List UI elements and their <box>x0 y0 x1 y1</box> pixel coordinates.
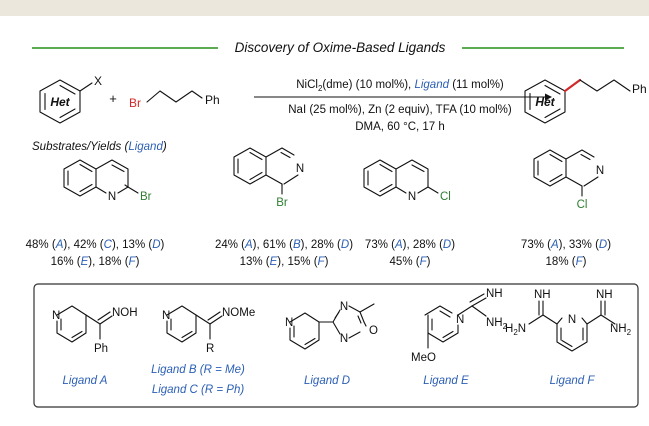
reactant-phenyl: Ph <box>205 93 220 107</box>
ligand-e-structure: N NH NH2 MeO <box>411 288 508 364</box>
svg-text:N: N <box>596 165 604 177</box>
condition-line-1: NiCl2(dme) (10 mol%), Ligand (11 mol%) <box>296 79 504 93</box>
reactant-aryl-halide: X Het <box>39 74 102 124</box>
scheme-title: Discovery of Oxime-Based Ligands <box>235 40 446 55</box>
ligand-d-structure: N N N O <box>285 301 378 350</box>
substrate-2-chloroquinoline: N Cl <box>363 159 451 203</box>
product-het-label: Het <box>535 95 555 109</box>
ligand-bc-structure: N R NOMe <box>162 305 255 355</box>
substrate-3-yields-line1: 73% (A), 28% (D) <box>365 239 455 251</box>
svg-text:N: N <box>162 310 170 322</box>
ligand-b-label: Ligand B (R = Me) <box>151 364 245 376</box>
substrate-3-halogen: Cl <box>440 191 451 203</box>
ligand-f-structure: N NH H2N NH NH2 <box>505 289 632 352</box>
substrate-1-bromoisoquinoline: N Br <box>233 147 304 209</box>
svg-text:MeO: MeO <box>411 352 436 364</box>
svg-text:NH2: NH2 <box>610 323 632 337</box>
substrate-4-yields-line2: 18% (F) <box>546 256 587 268</box>
svg-text:N: N <box>296 163 304 175</box>
ligand-bc-oxime: NOMe <box>222 307 255 319</box>
svg-text:NH: NH <box>596 289 613 301</box>
ligand-a-oxime: NOH <box>112 307 138 319</box>
substrate-2-yields-line1: 24% (A), 61% (B), 28% (D) <box>215 239 353 251</box>
ligand-f-label: Ligand F <box>550 375 596 387</box>
product-phenyl: Ph <box>632 82 647 96</box>
svg-text:H2N: H2N <box>505 323 526 337</box>
plus-sign: + <box>109 91 117 106</box>
substrate-1-chloroisoquinoline: N Cl <box>533 149 604 211</box>
condition-line-2: NaI (25 mol%), Zn (2 equiv), TFA (10 mol… <box>288 104 512 116</box>
substrate-2-yields-line2: 13% (E), 15% (F) <box>240 256 329 268</box>
ligand-e-label: Ligand E <box>423 375 469 387</box>
top-band <box>0 0 649 16</box>
reactant-alkyl-bromide: Br Ph <box>129 90 220 110</box>
substrate-2-halogen: Br <box>276 197 288 209</box>
svg-text:N: N <box>408 191 416 203</box>
reaction-arrowhead <box>545 93 552 101</box>
svg-text:Ph: Ph <box>94 343 108 355</box>
svg-text:N: N <box>108 191 116 203</box>
svg-text:N: N <box>456 314 464 326</box>
ligand-a-label: Ligand A <box>63 375 108 387</box>
condition-line-3: DMA, 60 °C, 17 h <box>355 121 445 133</box>
svg-text:NH: NH <box>486 288 503 300</box>
svg-text:N: N <box>340 333 348 345</box>
svg-text:O: O <box>369 325 378 337</box>
substrate-4-halogen: Cl <box>577 199 588 211</box>
ligand-box <box>33 283 639 408</box>
reactant-bromine: Br <box>129 96 141 110</box>
substrate-1-yields-line2: 16% (E), 18% (F) <box>51 256 140 268</box>
substrate-3-yields-line2: 45% (F) <box>390 256 431 268</box>
substrate-4-yields-line1: 73% (A), 33% (D) <box>521 239 611 251</box>
svg-text:NH2: NH2 <box>486 317 508 331</box>
svg-text:R: R <box>206 343 214 355</box>
substrate-1-yields-line1: 48% (A), 42% (C), 13% (D) <box>26 239 165 251</box>
substrate-1-halogen: Br <box>140 191 152 203</box>
product: Ph Het <box>524 78 647 124</box>
ligand-a-structure: N Ph NOH <box>52 305 138 355</box>
svg-text:N: N <box>285 317 293 329</box>
condition-ligand-word: Ligand <box>414 79 449 91</box>
substrate-2-bromoquinoline: N Br <box>63 159 152 203</box>
ligand-d-label: Ligand D <box>304 375 350 387</box>
svg-text:N: N <box>340 301 348 313</box>
svg-text:N: N <box>52 310 60 322</box>
ligand-c-label: Ligand C (R = Ph) <box>152 384 245 396</box>
svg-text:N: N <box>568 314 576 326</box>
substrates-heading: Substrates/Yields (Ligand) <box>32 141 167 153</box>
svg-text:NH: NH <box>534 289 551 301</box>
reactant-substituent-x: X <box>94 74 102 88</box>
reactant-het-label: Het <box>50 95 70 109</box>
